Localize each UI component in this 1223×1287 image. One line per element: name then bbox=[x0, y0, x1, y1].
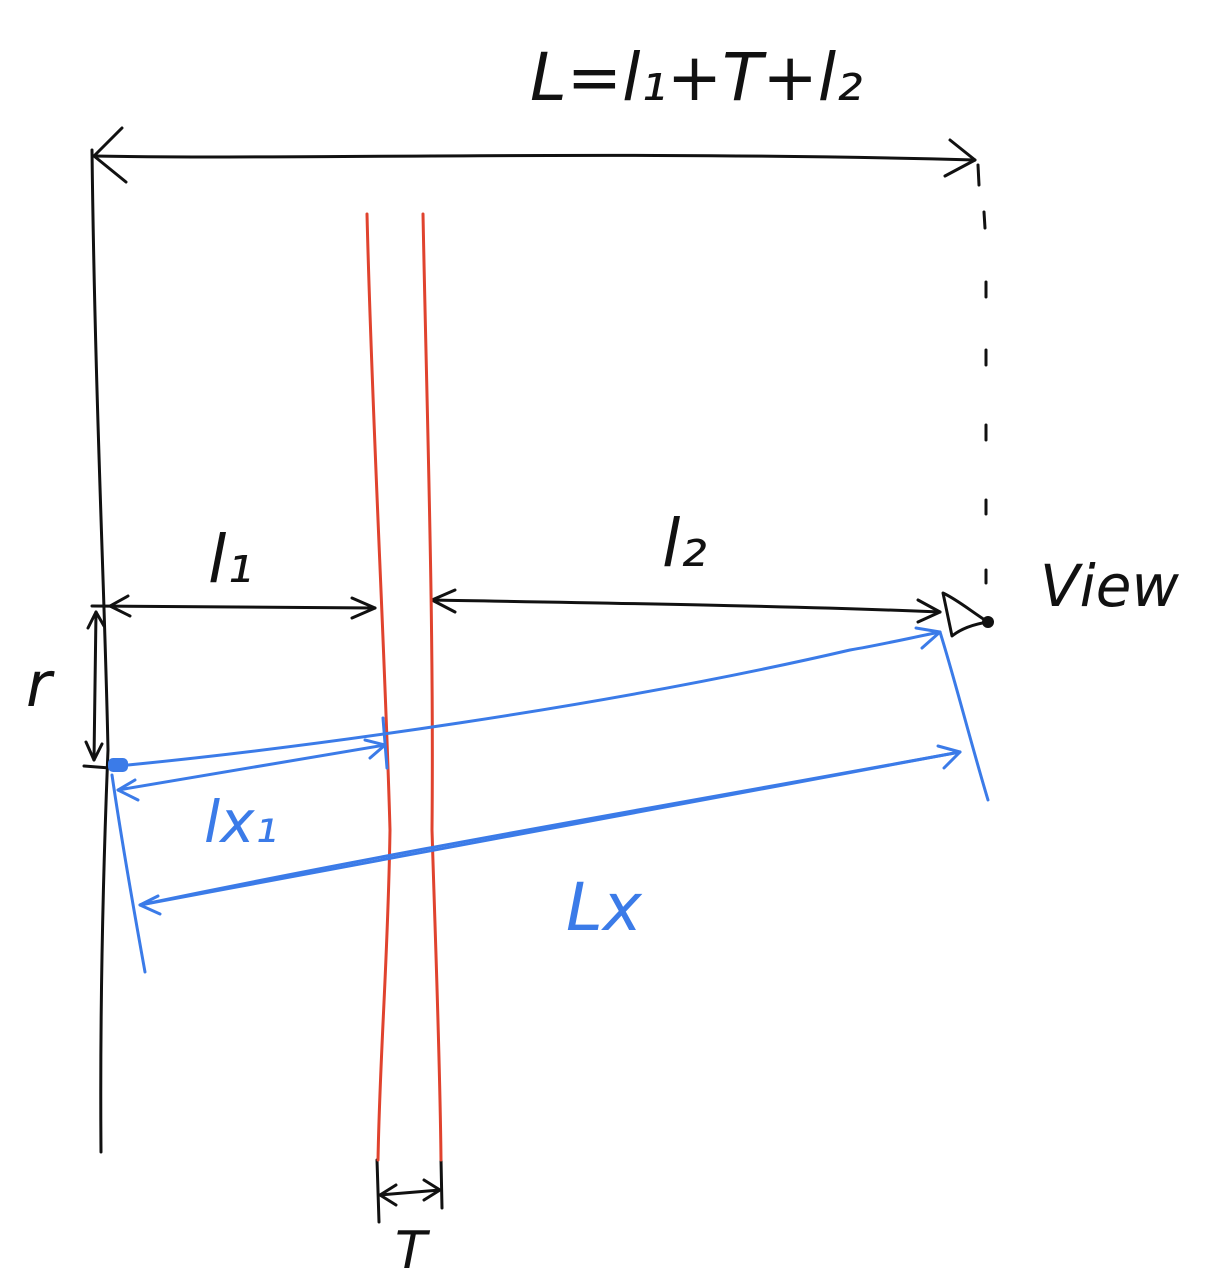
T-arrow bbox=[375, 1158, 444, 1224]
black-construction-lines bbox=[82, 126, 994, 1224]
total-length-arrow bbox=[91, 126, 977, 184]
slab-left-edge bbox=[365, 212, 392, 1162]
ray-upper bbox=[126, 630, 942, 767]
Lx-label: Lx bbox=[566, 869, 643, 946]
view-dashed-line bbox=[976, 163, 988, 585]
l1-label: l₁ bbox=[208, 521, 253, 598]
r-arrow bbox=[82, 610, 112, 770]
r-label: r bbox=[26, 648, 55, 721]
slab-right-edge bbox=[421, 212, 443, 1162]
T-label: T bbox=[395, 1221, 431, 1281]
slab-lines bbox=[365, 212, 443, 1162]
eye-icon bbox=[941, 591, 994, 638]
Lx-arrow bbox=[138, 744, 962, 916]
l2-arrow bbox=[430, 588, 942, 624]
source-point bbox=[108, 758, 128, 772]
ray-left-boundary bbox=[110, 773, 147, 974]
view-label: View bbox=[1040, 552, 1179, 620]
lx1-arrow bbox=[116, 716, 389, 802]
ray-right-boundary bbox=[938, 630, 990, 802]
total-length-label: L=l₁+T+l₂ bbox=[530, 39, 863, 116]
left-wall-line bbox=[90, 148, 110, 1154]
ray-lines bbox=[108, 626, 990, 974]
l1-arrow bbox=[90, 594, 377, 620]
l2-label: l₂ bbox=[662, 505, 707, 582]
lx1-label: lx₁ bbox=[204, 788, 278, 856]
